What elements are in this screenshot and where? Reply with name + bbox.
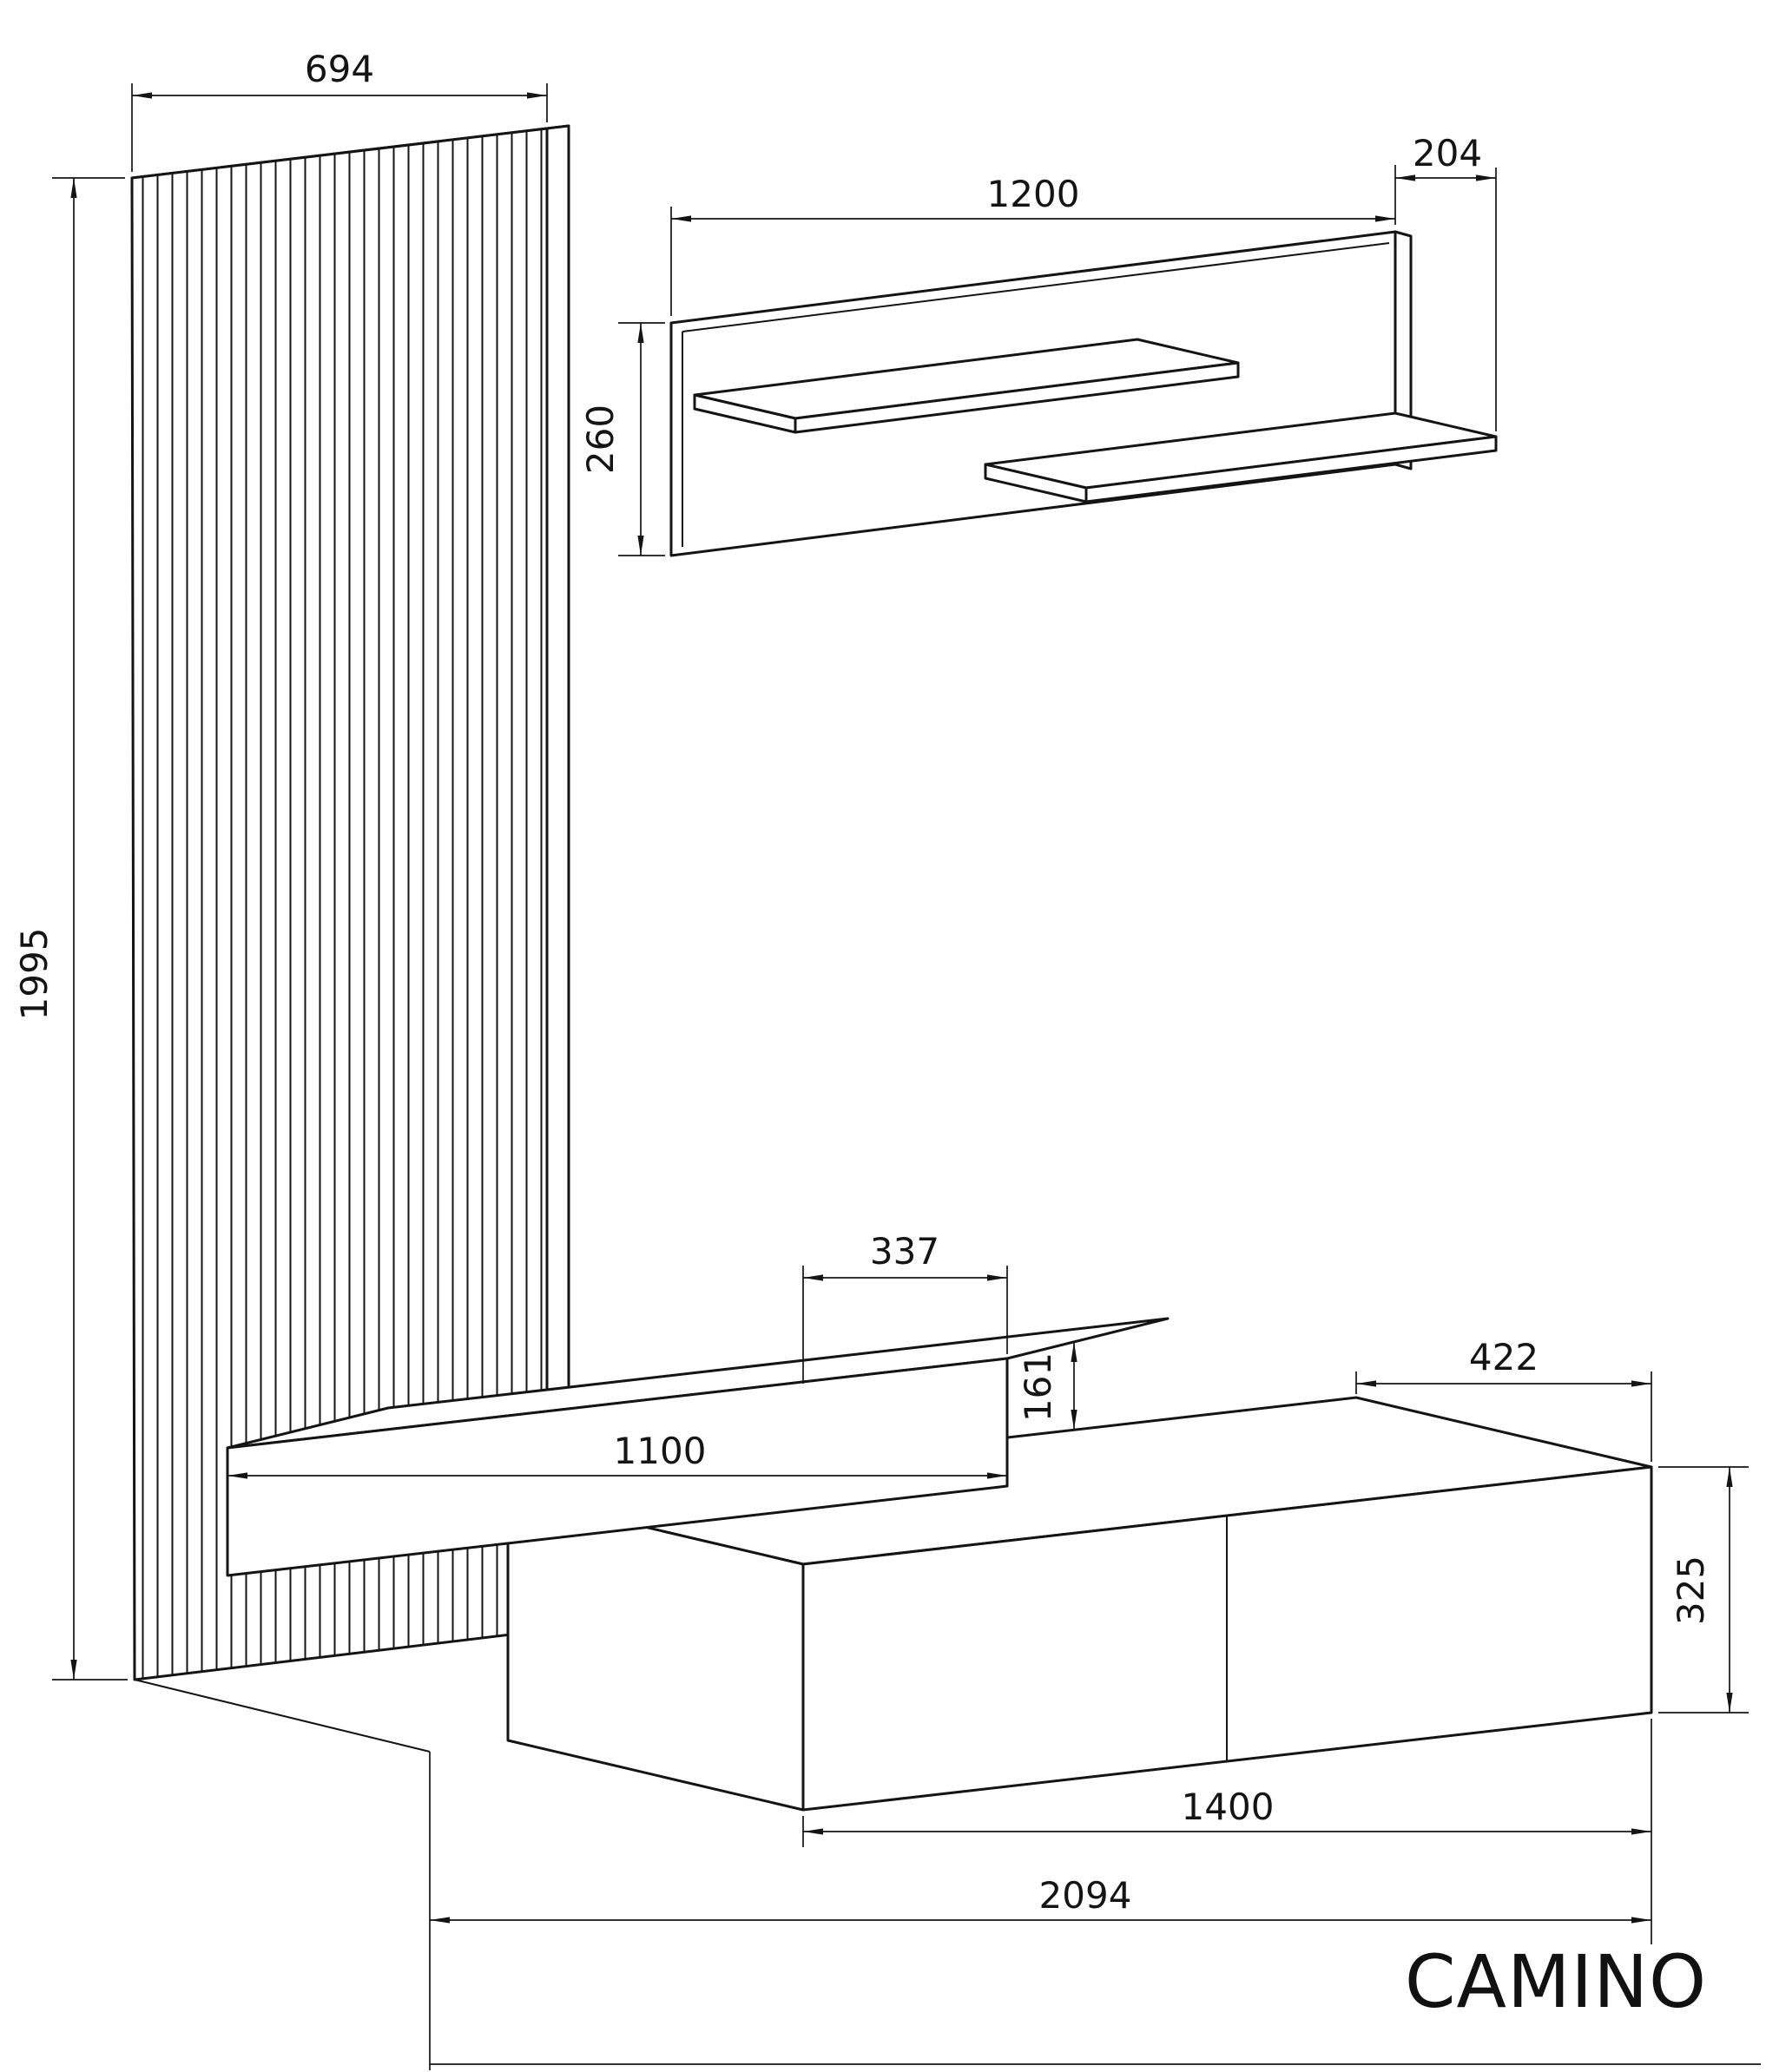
dimensions: 694 1995 1200 204 260: [13, 48, 1761, 2070]
drawer-front-face: [226, 1357, 1009, 1577]
dimension-panel-height: 1995: [13, 177, 128, 1681]
dimension-cabinet-length: 1400: [802, 1719, 1652, 1944]
dim-panel-width-label: 694: [305, 48, 374, 90]
fluted-panel: [130, 124, 570, 1753]
dim-shelf-length-label: 1200: [987, 173, 1080, 215]
dimension-drawer-top-depth: 337: [802, 1230, 1008, 1384]
drawer-unit: [226, 1317, 1170, 1577]
dim-drawer-top-depth-label: 337: [870, 1230, 939, 1273]
dimension-drawer-clearance: 161: [1017, 1342, 1077, 1430]
wall-shelf: [669, 230, 1498, 557]
dim-shelf-depth-label: 204: [1413, 132, 1482, 174]
tv-cabinet: [506, 1396, 1653, 1812]
dim-drawer-clearance-label: 161: [1017, 1352, 1059, 1422]
dimension-shelf-depth: 204: [1395, 132, 1497, 431]
dimension-drawer-length: 1100: [227, 1430, 1007, 1479]
dim-cabinet-length-label: 1400: [1182, 1786, 1275, 1828]
dimension-cabinet-depth: 422: [1355, 1336, 1652, 1462]
dimension-cabinet-height: 325: [1658, 1466, 1749, 1714]
upper-shelf-side: [693, 393, 797, 434]
dim-cabinet-height-label: 325: [1670, 1556, 1712, 1625]
shelf-back-panel-inner-top-line: [682, 242, 1390, 332]
shelf-back-panel-edge: [1394, 230, 1413, 470]
dimension-shelf-height: 260: [579, 322, 665, 556]
dim-drawer-length-label: 1100: [614, 1430, 707, 1472]
dim-panel-height-label: 1995: [13, 928, 56, 1021]
dim-total-length-label: 2094: [1039, 1874, 1132, 1917]
dim-cabinet-depth-label: 422: [1469, 1336, 1539, 1378]
dim-shelf-height-label: 260: [579, 405, 622, 474]
product-title: CAMINO: [1405, 1939, 1707, 2024]
dimension-total-length: 2094: [429, 1752, 1761, 2070]
dimension-panel-width: 694: [131, 48, 548, 172]
dimension-shelf-length: 1200: [670, 165, 1396, 316]
lower-shelf-side: [984, 463, 1088, 503]
panel-floor-projection-line: [134, 1679, 431, 1753]
